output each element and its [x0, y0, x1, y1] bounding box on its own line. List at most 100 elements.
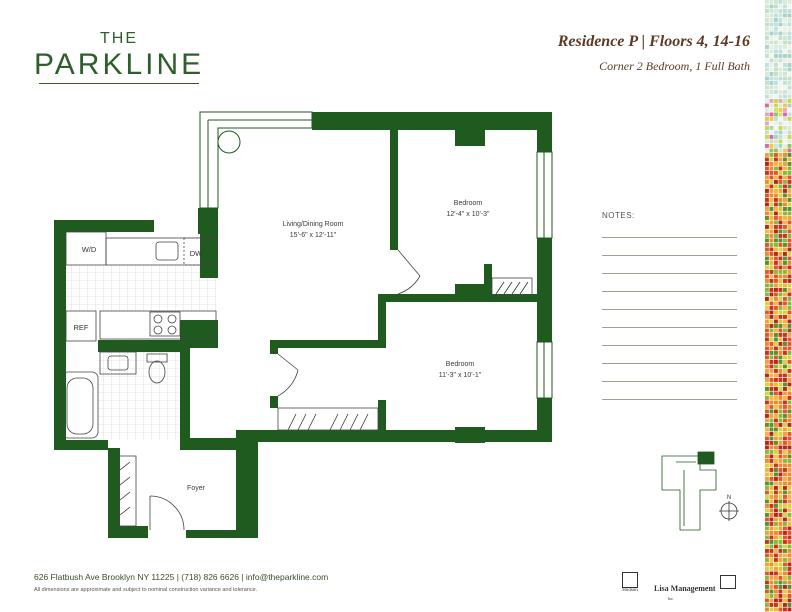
mosaic-tile [783, 72, 787, 76]
mosaic-tile [778, 346, 783, 351]
walls [54, 112, 552, 538]
mosaic-tile [774, 112, 778, 117]
mosaic-tile [774, 45, 778, 49]
mosaic-tile [774, 495, 778, 499]
mosaic-tile [765, 427, 769, 432]
mosaic-tile [774, 148, 778, 153]
mosaic-tile [769, 504, 774, 508]
mosaic-tile [778, 324, 783, 328]
mosaic-tile [783, 346, 787, 351]
mosaic-tile [778, 45, 783, 49]
mosaic-tile [765, 373, 769, 378]
title-block: Residence P | Floors 4, 14-16 Corner 2 B… [558, 33, 750, 74]
lisa-management-logo: Lisa Management Inc. [654, 578, 716, 601]
bedroom1-dims: 12'-4" x 10'-3" [446, 211, 490, 218]
mosaic-tile [769, 432, 774, 436]
mosaic-tile [787, 94, 792, 99]
mosaic-tile [769, 256, 774, 261]
mosaic-tile [778, 580, 783, 585]
mosaic-tile [783, 477, 787, 481]
mosaic-tile [778, 337, 783, 342]
mosaic-tile [778, 180, 783, 184]
mosaic-tile [769, 198, 774, 202]
mosaic-tile [783, 360, 787, 364]
mosaic-tile [783, 450, 787, 454]
mosaic-tile [769, 324, 774, 328]
mosaic-tile [783, 567, 787, 571]
mosaic-tile [778, 306, 783, 310]
mosaic-tile [787, 49, 792, 54]
mosaic-tile [783, 337, 787, 342]
mosaic-tile [774, 243, 778, 247]
mosaic-tile [778, 81, 783, 85]
mosaic-tile [783, 135, 787, 139]
mosaic-tile [778, 270, 783, 274]
mosaic-tile [774, 81, 778, 85]
mosaic-tile [783, 198, 787, 202]
mosaic-tile [783, 391, 787, 396]
mosaic-tile [787, 562, 792, 567]
mosaic-tile [769, 594, 774, 598]
mosaic-tile [769, 531, 774, 535]
mosaic-tile [769, 81, 774, 85]
mosaic-tile [765, 342, 769, 346]
mosaic-tile [774, 441, 778, 445]
mosaic-tile [765, 571, 769, 576]
mosaic-tile [787, 436, 792, 441]
mosaic-tile [778, 598, 783, 603]
mosaic-tile [774, 117, 778, 121]
mosaic-tile [765, 229, 769, 234]
mosaic-tile [774, 85, 778, 90]
mosaic-tile [787, 22, 792, 27]
parkline-logo: THE PARKLINE [34, 30, 204, 84]
mosaic-tile [765, 351, 769, 355]
mosaic-tile [765, 472, 769, 477]
mosaic-tile [783, 22, 787, 27]
mosaic-tile [787, 324, 792, 328]
mosaic-tile [774, 153, 778, 157]
mosaic-tile [787, 486, 792, 490]
mosaic-tile [769, 490, 774, 495]
mosaic-tile [778, 18, 783, 22]
mosaic-tile [787, 382, 792, 387]
mosaic-tile [765, 441, 769, 445]
mosaic-tile [765, 184, 769, 189]
mosaic-tile [778, 157, 783, 162]
mosaic-tile [769, 459, 774, 463]
unit-subtitle: Corner 2 Bedroom, 1 Full Bath [599, 59, 750, 73]
mosaic-tile [787, 99, 792, 103]
mosaic-tile [787, 130, 792, 135]
mosaic-tile [778, 328, 783, 333]
mosaic-tile [778, 423, 783, 427]
mosaic-tile [783, 207, 787, 211]
mosaic-tile [769, 558, 774, 562]
mosaic-tile [765, 486, 769, 490]
mosaic-tile [778, 99, 783, 103]
notes-line [602, 255, 737, 256]
mosaic-tile [783, 117, 787, 121]
mosaic-tile [769, 513, 774, 517]
mosaic-tile [769, 571, 774, 576]
mosaic-tile [778, 13, 783, 18]
mosaic-tile [778, 454, 783, 459]
mosaic-tile [765, 31, 769, 36]
mosaic-tile [787, 580, 792, 585]
mosaic-tile [774, 90, 778, 94]
mosaic-tile [774, 481, 778, 486]
mosaic-tile [774, 76, 778, 81]
mosaic-tile [778, 585, 783, 589]
mosaic-tile [774, 310, 778, 315]
mosaic-tile [765, 216, 769, 220]
mosaic-tile [774, 360, 778, 364]
mosaic-tile [783, 301, 787, 306]
mosaic-tile [774, 463, 778, 468]
north-label: N [727, 495, 731, 501]
mosaic-tile [783, 373, 787, 378]
key-plan [661, 451, 717, 531]
mosaic-tile [765, 459, 769, 463]
mosaic-tile [774, 22, 778, 27]
mosaic-tile [787, 13, 792, 18]
mosaic-tile [787, 76, 792, 81]
mosaic-tile [778, 0, 783, 4]
mosaic-tile [783, 157, 787, 162]
